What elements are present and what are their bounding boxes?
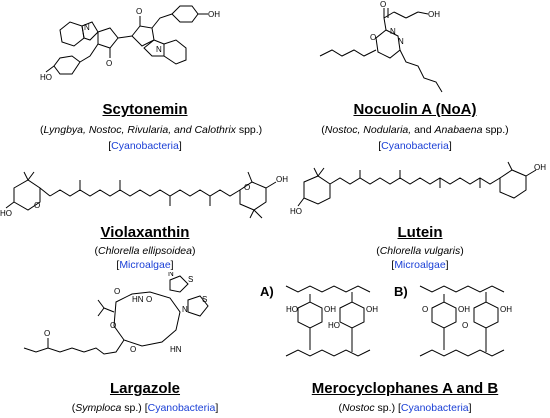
largazole-n-label-2: N — [182, 305, 188, 314]
scytonemin-n-label-left: N — [84, 23, 90, 32]
largazole-o-label-1: O — [114, 287, 120, 296]
scytonemin-panel: OH O N HO O N Scytonemin (Lyngbya, Nosto… — [40, 0, 263, 160]
lutein-ho-label: HO — [290, 207, 302, 216]
nocuolin-source: (Nostoc, Nodularia, and Anabaena spp.) — [321, 124, 509, 136]
violaxanthin-o-label-right: O — [244, 183, 250, 192]
merocyclophane-b-oh-label-2: OH — [500, 305, 512, 314]
largazole-o-label-2: O — [146, 295, 152, 304]
violaxanthin-category-link: Microalgae — [119, 259, 171, 271]
largazole-title: Largazole — [109, 380, 181, 397]
merocyclophanes-title: Merocyclophanes A and B — [311, 380, 499, 397]
violaxanthin-panel: OH O HO O Violaxanthin (Chlorella ellips… — [0, 160, 290, 272]
lutein-oh-label: OH — [534, 163, 546, 172]
nocuolin-category: [Cyanobacteria] — [378, 140, 452, 152]
scytonemin-o-label-bottom: O — [106, 59, 112, 68]
nocuolin-structure: O OH N O N — [310, 0, 520, 100]
nocuolin-panel: O OH N O N Nocuolin A (NoA) (Nostoc, Nod… — [300, 0, 530, 160]
nocuolin-n-label-top: N — [390, 27, 396, 36]
nocuolin-category-link: Cyanobacteria — [381, 140, 449, 152]
merocyclophane-a-oh-label-1: OH — [324, 305, 336, 314]
largazole-s-label-2: S — [202, 295, 207, 304]
largazole-hn-label-2: HN — [170, 345, 182, 354]
merocyclophane-b-o-label-2: O — [462, 321, 468, 330]
merocyclophane-b-tag: B) — [394, 284, 408, 299]
scytonemin-n-label-right: N — [156, 45, 162, 54]
scytonemin-oh-label: OH — [208, 10, 220, 19]
nocuolin-oh-label: OH — [428, 10, 440, 19]
merocyclophane-a-tag: A) — [260, 284, 274, 299]
violaxanthin-ho-label: HO — [0, 209, 12, 218]
merocyclophanes-panel: A) B) OH HO OH HO OH O — [260, 272, 550, 418]
merocyclophanes-source: (Nostoc sp.) [Cyanobacteria] — [338, 402, 472, 414]
largazole-o-label-5: O — [44, 329, 50, 338]
scytonemin-o-label-top: O — [136, 7, 142, 16]
nocuolin-title: Nocuolin A (NoA) — [353, 101, 477, 118]
largazole-category-link: Cyanobacteria — [147, 402, 216, 414]
largazole-n-label-1: N — [168, 272, 174, 278]
largazole-o-label-4: O — [130, 345, 136, 354]
merocyclophane-a-ho-label-1: HO — [286, 305, 298, 314]
violaxanthin-o-label-left: O — [34, 201, 40, 210]
violaxanthin-category: [Microalgae] — [116, 259, 174, 271]
lutein-category-link: Microalgae — [394, 259, 446, 271]
largazole-panel: O N S HN O N O S O O HN Largazole (Sympl… — [0, 272, 290, 418]
scytonemin-category: [Cyanobacteria] — [108, 140, 182, 152]
violaxanthin-source: (Chlorella ellipsoidea) — [94, 245, 196, 257]
lutein-panel: OH HO Lutein (Chlorella vulgaris) [Micro… — [290, 160, 550, 272]
merocyclophane-a-ho-label-2: HO — [328, 321, 340, 330]
largazole-hn-label-1: HN — [132, 295, 144, 304]
merocyclophane-b-structure: OH O OH O — [412, 272, 532, 368]
merocyclophane-a-structure: OH HO OH HO — [278, 272, 398, 368]
lutein-category: [Microalgae] — [391, 259, 449, 271]
largazole-source: (Symploca sp.) [Cyanobacteria] — [71, 402, 219, 414]
scytonemin-structure: OH O N HO O N — [40, 0, 250, 100]
lutein-source: (Chlorella vulgaris) — [376, 245, 464, 257]
lutein-title: Lutein — [397, 224, 443, 241]
violaxanthin-oh-label: OH — [276, 175, 288, 184]
merocyclophanes-category-link: Cyanobacteria — [400, 402, 469, 414]
scytonemin-title: Scytonemin — [102, 101, 188, 118]
merocyclophane-b-o-label-1: O — [422, 305, 428, 314]
largazole-o-label-3: O — [110, 321, 116, 330]
largazole-structure: O N S HN O N O S O O HN — [20, 272, 270, 372]
merocyclophane-b-oh-label-1: OH — [458, 305, 470, 314]
nocuolin-o-label-top: O — [380, 0, 386, 9]
violaxanthin-title: Violaxanthin — [100, 224, 190, 241]
scytonemin-source: (Lyngbya, Nostoc, Rivularia, and Calothr… — [40, 124, 263, 136]
merocyclophane-a-oh-label-2: OH — [366, 305, 378, 314]
scytonemin-category-link: Cyanobacteria — [111, 140, 179, 152]
scytonemin-ho-label: HO — [40, 73, 52, 82]
nocuolin-n-label-ring: N — [398, 37, 404, 46]
violaxanthin-structure: OH O HO O — [0, 160, 290, 232]
largazole-s-label-1: S — [188, 275, 193, 284]
nocuolin-o-label-ring: O — [370, 33, 376, 42]
lutein-structure: OH HO — [290, 160, 550, 232]
